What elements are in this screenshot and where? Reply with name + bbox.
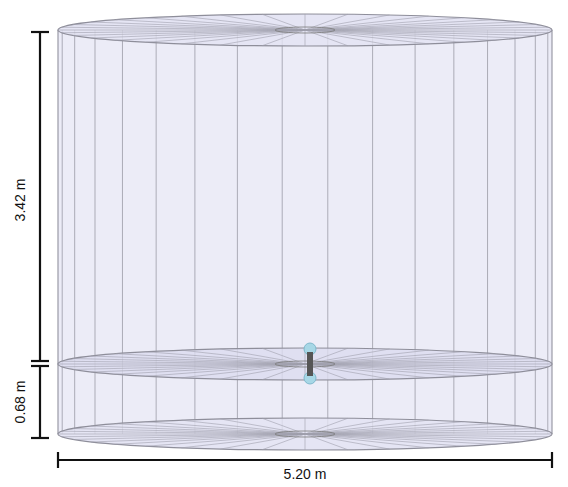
disk-spoke — [221, 349, 305, 364]
dimension-label: 0.68 m — [13, 379, 27, 426]
cylinder-edge — [535, 30, 536, 434]
disk-spoke — [305, 364, 519, 372]
disk-outline — [58, 14, 552, 46]
disk-spoke — [91, 22, 305, 30]
dimension-tick — [31, 31, 49, 33]
disk-spoke — [73, 434, 305, 439]
disk-spoke — [305, 30, 389, 45]
disk-spoke — [221, 419, 305, 434]
disk-spoke — [305, 364, 389, 379]
dimension-line — [58, 459, 552, 461]
disk-spoke — [62, 364, 305, 367]
dimension-tick — [31, 437, 49, 439]
disk-spoke — [305, 429, 537, 434]
dimension-label: 5.20 m — [282, 467, 329, 481]
dimension-line — [39, 32, 41, 361]
cylinder-edge — [94, 30, 95, 434]
dimension-line — [39, 366, 41, 438]
cylinder-edge — [547, 30, 548, 434]
disk-spoke — [73, 30, 305, 35]
dimension-tick — [57, 452, 59, 468]
hub-ring — [275, 361, 335, 367]
disk-spoke — [73, 364, 305, 369]
disk-spoke — [91, 356, 305, 364]
disk-spoke — [305, 361, 548, 364]
disk-spoke — [305, 25, 537, 30]
disk-spoke — [91, 426, 305, 434]
cylinder-edge — [62, 30, 63, 434]
disk-spoke — [305, 27, 548, 30]
disk-spoke — [62, 434, 305, 437]
sensor-mount — [307, 352, 313, 376]
dimension-label: 3.42 m — [13, 177, 27, 224]
disk-spoke — [305, 30, 306, 46]
disk-spoke — [305, 431, 548, 434]
disk-spoke — [305, 434, 306, 450]
dimension-tick — [551, 452, 553, 468]
cylinder-edge — [551, 30, 552, 434]
disk-spoke — [305, 434, 389, 449]
disk-spoke — [221, 15, 305, 30]
disk-spoke — [305, 14, 306, 30]
disk-spoke — [305, 30, 519, 38]
disk-outline — [58, 418, 552, 450]
cylinder-edge — [74, 30, 75, 434]
dimension-tick — [31, 360, 49, 362]
cylinder-edge — [515, 30, 516, 434]
cylinder-edge — [57, 30, 58, 434]
hub-ring — [275, 27, 335, 33]
hub-ring — [275, 431, 335, 437]
disk-spoke — [305, 418, 306, 434]
disk-spoke — [305, 359, 537, 364]
disk-spoke — [305, 434, 519, 442]
disk-spoke — [62, 30, 305, 33]
cylinder-fill — [58, 14, 552, 450]
